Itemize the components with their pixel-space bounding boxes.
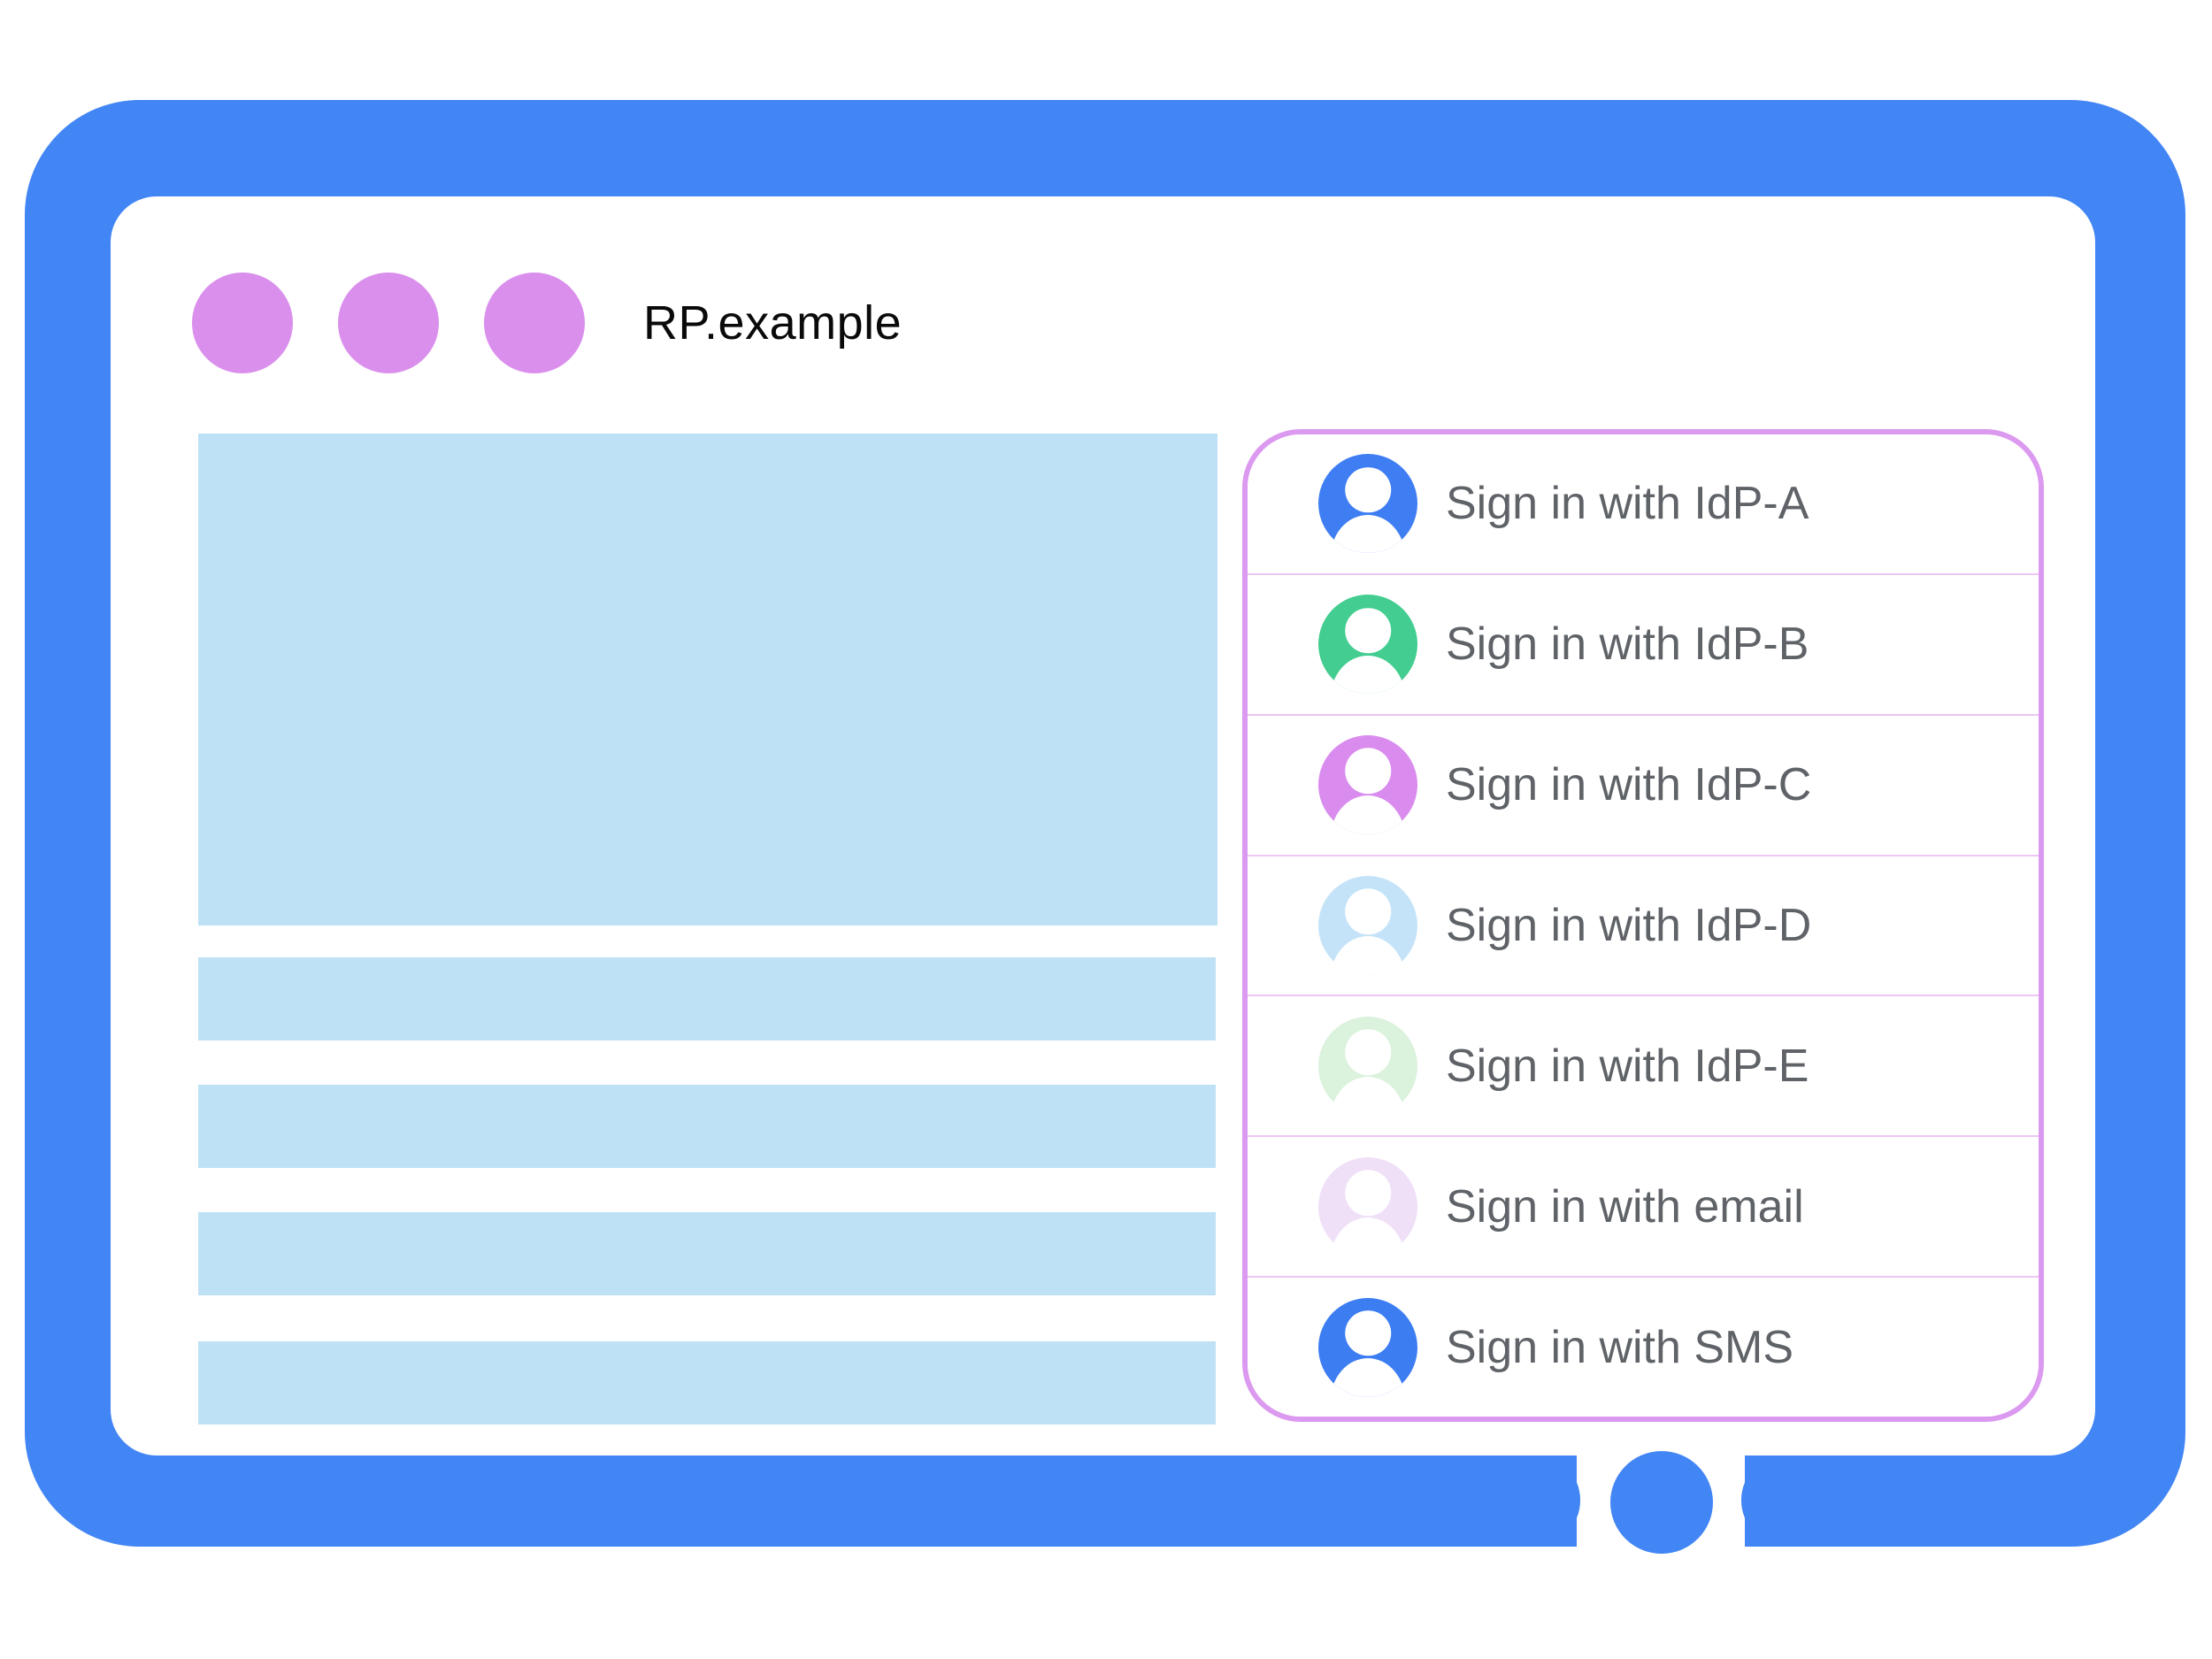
signin-option[interactable]: Sign in with IdP-D bbox=[1248, 854, 2039, 995]
signin-option[interactable]: Sign in with IdP-E bbox=[1248, 995, 2039, 1136]
content-placeholder-bar bbox=[198, 957, 1216, 1041]
content-placeholder-hero bbox=[198, 434, 1217, 926]
signin-option[interactable]: Sign in with IdP-C bbox=[1248, 713, 2039, 855]
avatar-torso-shape bbox=[1330, 655, 1406, 695]
signin-option-label: Sign in with IdP-C bbox=[1446, 759, 1812, 811]
avatar-head-shape bbox=[1345, 466, 1391, 513]
user-avatar-icon bbox=[1318, 735, 1417, 835]
avatar-head-shape bbox=[1345, 748, 1391, 795]
avatar-torso-shape bbox=[1330, 795, 1406, 835]
frame-notch-circle bbox=[1610, 1451, 1713, 1554]
avatar-torso-shape bbox=[1330, 936, 1406, 975]
frame-bottom-right-cap bbox=[1741, 1455, 1826, 1545]
content-placeholder-bar bbox=[198, 1341, 1216, 1425]
signin-options-panel: Sign in with IdP-A Sign in with IdP-B Si… bbox=[1242, 429, 2044, 1422]
user-avatar-icon bbox=[1318, 454, 1417, 554]
signin-option[interactable]: Sign in with email bbox=[1248, 1135, 2039, 1277]
content-placeholder-bar bbox=[198, 1085, 1216, 1168]
avatar-torso-shape bbox=[1330, 514, 1406, 554]
window-dot-icon[interactable] bbox=[484, 273, 585, 373]
signin-option-label: Sign in with IdP-A bbox=[1446, 478, 1809, 530]
avatar-head-shape bbox=[1345, 1170, 1391, 1216]
window-controls bbox=[192, 273, 585, 373]
user-avatar-icon bbox=[1318, 876, 1417, 975]
signin-option[interactable]: Sign in with IdP-A bbox=[1248, 434, 2039, 573]
window-dot-icon[interactable] bbox=[192, 273, 293, 373]
signin-option-label: Sign in with SMS bbox=[1446, 1321, 1794, 1373]
window-dot-icon[interactable] bbox=[338, 273, 439, 373]
avatar-head-shape bbox=[1345, 888, 1391, 935]
signin-option-label: Sign in with IdP-E bbox=[1446, 1040, 1809, 1092]
signin-option[interactable]: Sign in with IdP-B bbox=[1248, 572, 2039, 714]
user-avatar-icon bbox=[1318, 1297, 1417, 1397]
content-placeholder-bar bbox=[198, 1212, 1216, 1295]
user-avatar-icon bbox=[1318, 1156, 1417, 1256]
signin-option[interactable]: Sign in with SMS bbox=[1248, 1276, 2039, 1417]
signin-option-label: Sign in with IdP-D bbox=[1446, 900, 1812, 951]
avatar-head-shape bbox=[1345, 607, 1391, 654]
page-title: RP.example bbox=[643, 296, 902, 349]
avatar-torso-shape bbox=[1330, 1077, 1406, 1116]
user-avatar-icon bbox=[1318, 1016, 1417, 1116]
avatar-head-shape bbox=[1345, 1310, 1391, 1356]
avatar-torso-shape bbox=[1330, 1217, 1406, 1256]
avatar-torso-shape bbox=[1330, 1357, 1406, 1397]
signin-option-label: Sign in with email bbox=[1446, 1180, 1804, 1233]
signin-option-label: Sign in with IdP-B bbox=[1446, 618, 1809, 671]
avatar-head-shape bbox=[1345, 1029, 1391, 1075]
user-avatar-icon bbox=[1318, 595, 1417, 695]
frame-bottom-left-cap bbox=[1495, 1455, 1580, 1545]
